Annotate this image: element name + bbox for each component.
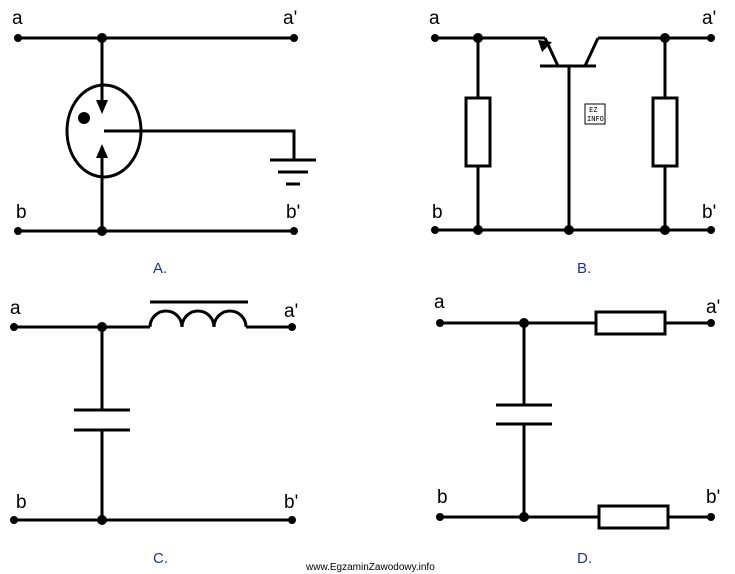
terminal-dot — [436, 513, 444, 521]
watermark: www.EgzaminZawodowy.info — [305, 562, 435, 573]
svg-text:INFO: INFO — [587, 115, 604, 123]
terminal-label-a: a — [10, 298, 21, 319]
junction-dot — [97, 33, 107, 43]
circuit-b-nodes — [431, 33, 715, 235]
terminal-label-b: b — [437, 487, 448, 508]
terminal-label-b-prime: b' — [702, 202, 716, 223]
junction-dot — [660, 33, 670, 43]
terminal-label-b: b — [432, 202, 443, 223]
terminal-dot — [14, 227, 22, 235]
terminal-dot — [10, 516, 18, 524]
terminal-label-a-prime: a' — [702, 8, 716, 29]
terminal-dot — [707, 34, 715, 42]
circuit-c-nodes — [10, 322, 296, 525]
terminal-dot — [14, 34, 22, 42]
option-label-d: D. — [577, 550, 592, 567]
terminal-label-a-prime: a' — [706, 297, 720, 318]
terminal-label-a-prime: a' — [284, 301, 298, 322]
terminal-label-a: a — [434, 292, 445, 313]
junction-dot — [97, 322, 107, 332]
terminal-dot — [436, 319, 444, 327]
terminal-dot — [431, 34, 439, 42]
junction-dot — [473, 33, 483, 43]
terminal-dot — [707, 226, 715, 234]
terminal-dot — [707, 513, 715, 521]
circuit-d-nodes — [436, 318, 715, 522]
emitter-arrow-icon — [538, 40, 552, 52]
terminal-dot — [288, 516, 296, 524]
circuit-c — [14, 300, 292, 522]
terminal-dot — [707, 319, 715, 327]
ezinfo-logo: EZ INFO — [584, 103, 606, 125]
circuit-a-nodes — [14, 33, 298, 236]
terminal-dot — [10, 323, 18, 331]
terminal-label-b-prime: b' — [706, 487, 720, 508]
terminal-label-a: a — [429, 8, 440, 29]
terminal-dot — [290, 227, 298, 235]
option-label-b: B. — [577, 260, 591, 277]
terminal-label-b-prime: b' — [286, 202, 300, 223]
circuit-d — [440, 310, 711, 530]
terminal-label-a: a — [12, 8, 23, 29]
option-label-a: A. — [153, 260, 167, 277]
terminal-dot — [288, 323, 296, 331]
junction-dot — [519, 512, 529, 522]
terminal-label-b-prime: b' — [284, 492, 298, 513]
svg-text:EZ: EZ — [589, 106, 597, 114]
terminal-label-b: b — [16, 202, 27, 223]
junction-dot — [97, 226, 107, 236]
junction-dot — [473, 225, 483, 235]
terminal-label-b: b — [16, 492, 27, 513]
circuit-a — [18, 36, 316, 233]
junction-dot — [97, 515, 107, 525]
junction-dot — [564, 225, 574, 235]
option-label-c: C. — [153, 550, 168, 567]
terminal-dot — [290, 34, 298, 42]
terminal-label-a-prime: a' — [283, 8, 297, 29]
circuit-b — [435, 36, 711, 232]
junction-dot — [660, 225, 670, 235]
junction-dot — [519, 318, 529, 328]
terminal-dot — [431, 226, 439, 234]
